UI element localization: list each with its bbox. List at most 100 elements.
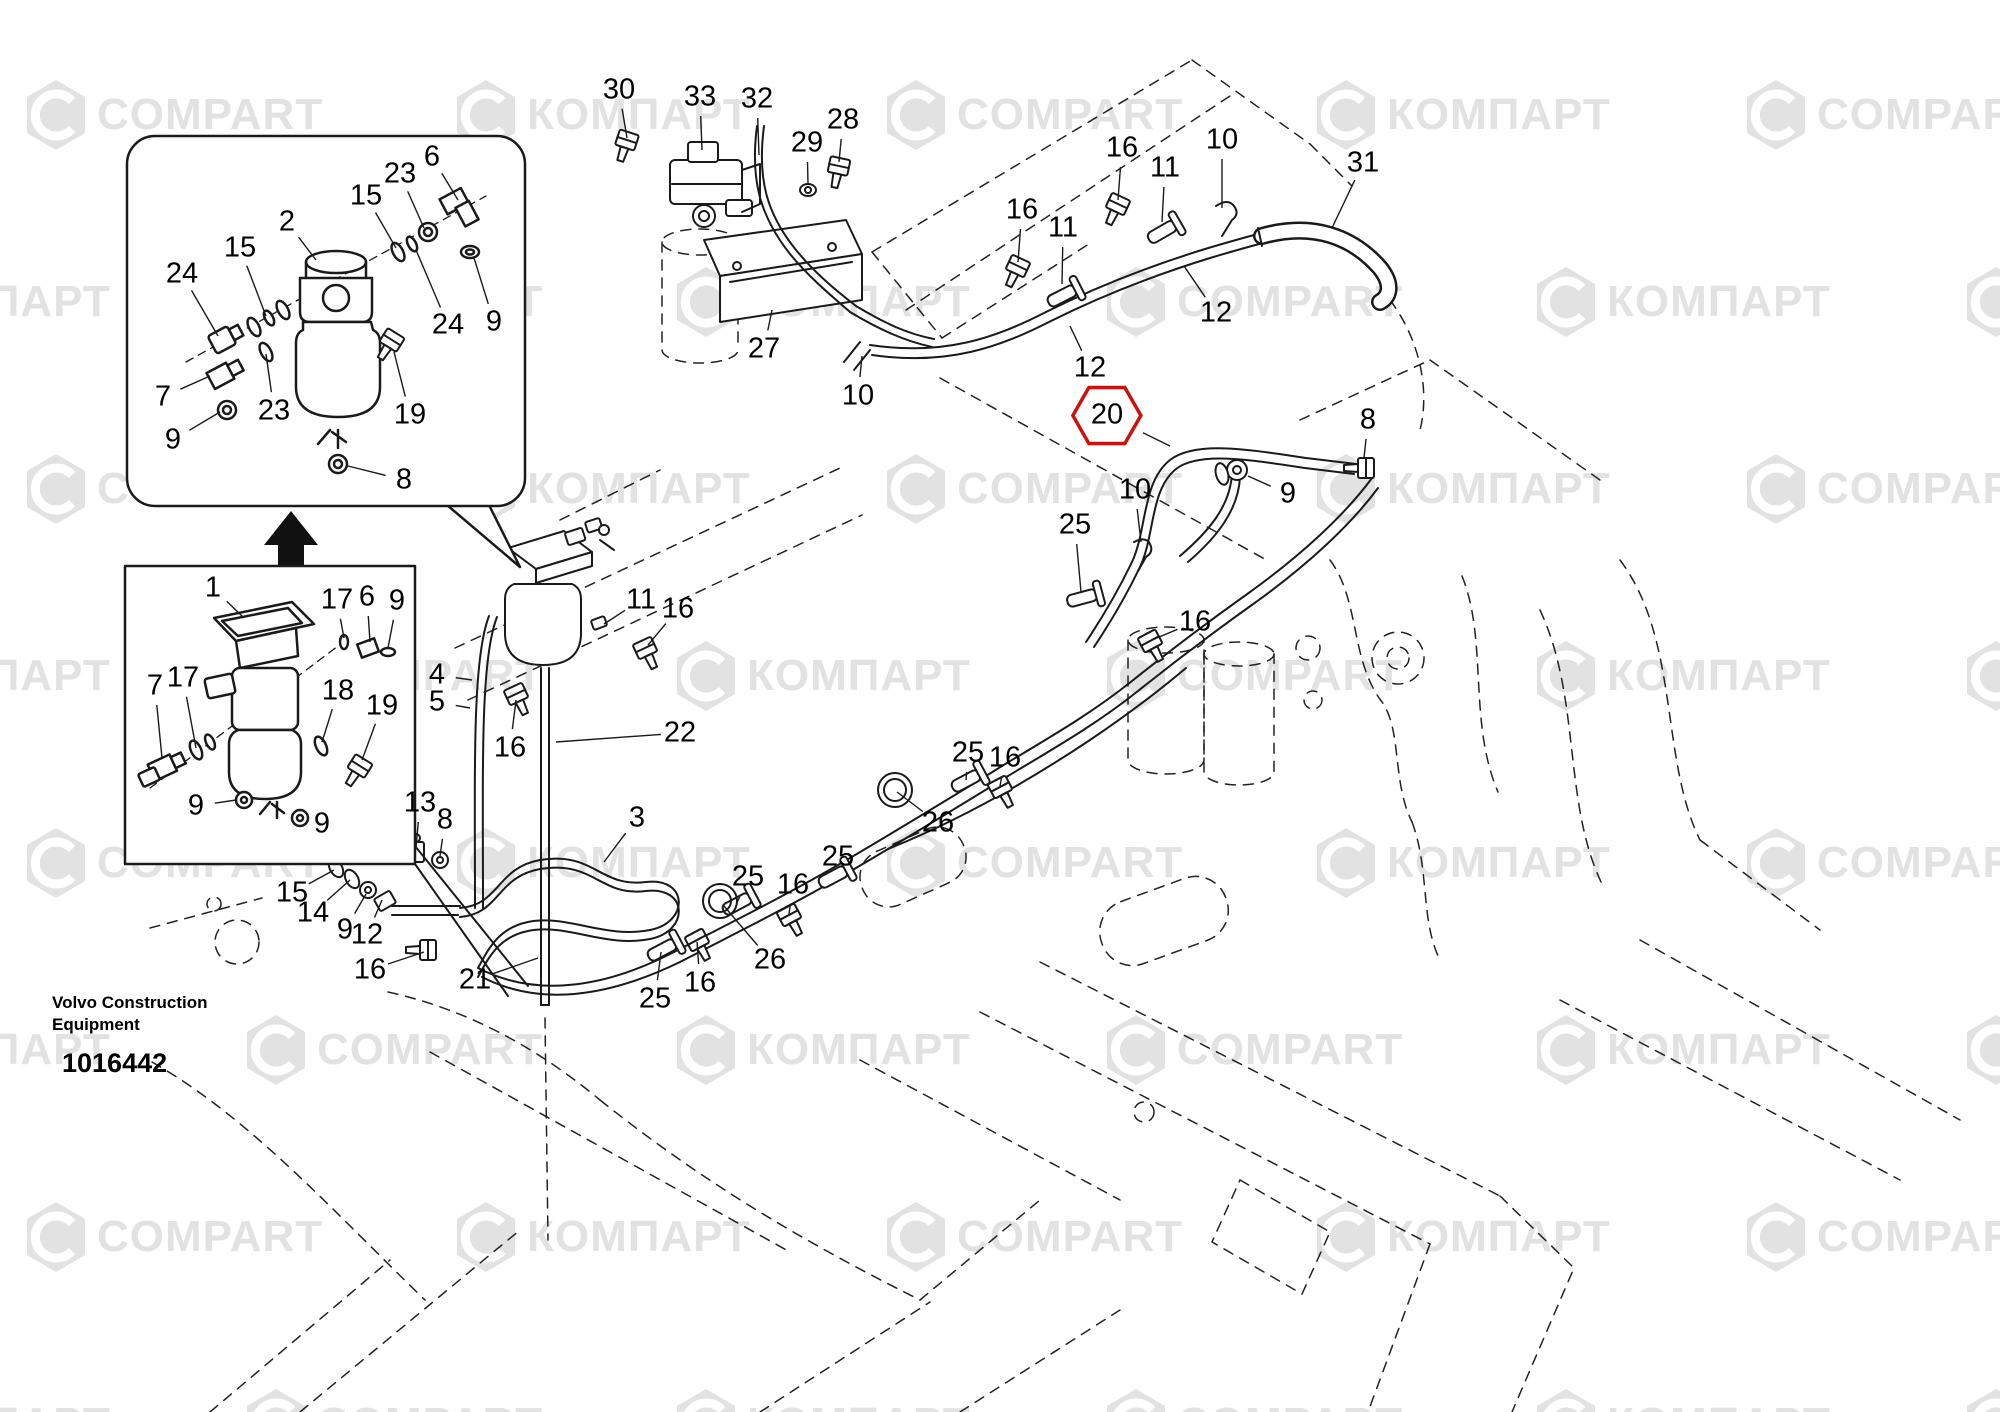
callout-number: 16 bbox=[353, 953, 387, 986]
leader-line bbox=[838, 138, 842, 163]
callout-16[interactable]: 16 bbox=[494, 733, 526, 763]
callout-number: 19 bbox=[365, 689, 399, 722]
callout-11[interactable]: 11 bbox=[1150, 153, 1180, 183]
callout-number: 10 bbox=[1118, 473, 1152, 506]
callout-9[interactable]: 9 bbox=[389, 586, 405, 616]
callout-12[interactable]: 12 bbox=[351, 920, 383, 950]
callout-1[interactable]: 1 bbox=[205, 573, 221, 603]
leader-line bbox=[647, 623, 667, 646]
callout-25[interactable]: 25 bbox=[952, 738, 984, 768]
callout-28[interactable]: 28 bbox=[827, 105, 859, 135]
leader-line bbox=[696, 941, 700, 965]
compart-hexagon-logo bbox=[27, 80, 85, 150]
callout-13[interactable]: 13 bbox=[404, 788, 436, 818]
callout-23[interactable]: 23 bbox=[384, 159, 416, 189]
callout-18[interactable]: 18 bbox=[322, 676, 354, 706]
callout-9[interactable]: 9 bbox=[165, 425, 181, 455]
callout-17[interactable]: 17 bbox=[166, 661, 200, 694]
callout-25[interactable]: 25 bbox=[639, 984, 671, 1014]
callout-32[interactable]: 32 bbox=[741, 84, 773, 114]
callout-17[interactable]: 17 bbox=[321, 585, 353, 615]
callout-31[interactable]: 31 bbox=[1347, 148, 1379, 178]
watermark-text: COMPART bbox=[1177, 651, 1404, 700]
callout-6[interactable]: 6 bbox=[424, 142, 440, 172]
compart-hexagon-logo bbox=[1317, 828, 1375, 898]
callout-10[interactable]: 10 bbox=[1118, 473, 1152, 506]
leader-line bbox=[1142, 432, 1171, 447]
leader-line bbox=[1069, 325, 1083, 352]
callout-16[interactable]: 16 bbox=[353, 953, 387, 986]
callout-30[interactable]: 30 bbox=[603, 75, 635, 105]
callout-9[interactable]: 9 bbox=[337, 915, 353, 945]
watermark-text: КОМПАРТ bbox=[0, 1025, 111, 1074]
watermark-text: COMPART bbox=[957, 1212, 1184, 1261]
callout-number: 27 bbox=[747, 332, 781, 365]
compart-hexagon-logo bbox=[1537, 1389, 1595, 1412]
callout-29[interactable]: 29 bbox=[790, 126, 824, 159]
callout-14[interactable]: 14 bbox=[296, 896, 330, 929]
callout-12[interactable]: 12 bbox=[1074, 353, 1106, 383]
callout-3[interactable]: 3 bbox=[628, 801, 646, 834]
compart-hexagon-logo bbox=[1747, 1202, 1805, 1272]
callout-8[interactable]: 8 bbox=[437, 805, 453, 835]
callout-24[interactable]: 24 bbox=[432, 310, 464, 340]
callout-33[interactable]: 33 bbox=[684, 82, 716, 112]
callout-26[interactable]: 26 bbox=[754, 945, 786, 975]
callout-number: 29 bbox=[790, 126, 824, 159]
watermark-text: КОМПАРТ bbox=[1607, 1399, 1831, 1412]
watermark-text: COMPART bbox=[317, 1025, 544, 1074]
callout-16[interactable]: 16 bbox=[1179, 607, 1211, 637]
callout-number: 17 bbox=[166, 661, 200, 694]
center-filter-assembly bbox=[327, 517, 681, 1006]
callout-21[interactable]: 21 bbox=[459, 965, 491, 995]
leader-line bbox=[603, 609, 626, 625]
callout-25[interactable]: 25 bbox=[732, 862, 764, 892]
compart-hexagon-logo bbox=[1537, 641, 1595, 711]
callout-22[interactable]: 22 bbox=[664, 718, 696, 748]
callout-16[interactable]: 16 bbox=[1106, 133, 1138, 163]
callout-6[interactable]: 6 bbox=[359, 582, 375, 612]
callout-number: 25 bbox=[1058, 508, 1092, 541]
callout-9[interactable]: 9 bbox=[188, 791, 204, 821]
callout-20[interactable]: 20 bbox=[1070, 385, 1144, 445]
callout-number: 15 bbox=[223, 231, 257, 264]
callout-24[interactable]: 24 bbox=[166, 259, 198, 289]
callout-16[interactable]: 16 bbox=[662, 594, 694, 624]
callout-19[interactable]: 19 bbox=[394, 400, 426, 430]
callout-2[interactable]: 2 bbox=[279, 207, 295, 237]
callout-15[interactable]: 15 bbox=[223, 231, 257, 264]
callout-15[interactable]: 15 bbox=[350, 181, 382, 211]
callout-8[interactable]: 8 bbox=[1360, 405, 1376, 435]
callout-9[interactable]: 9 bbox=[486, 307, 502, 337]
callout-number: 11 bbox=[625, 583, 657, 616]
callout-number: 14 bbox=[296, 896, 330, 929]
callout-9[interactable]: 9 bbox=[314, 809, 330, 839]
callout-27[interactable]: 27 bbox=[747, 332, 781, 365]
callout-23[interactable]: 23 bbox=[258, 396, 290, 426]
callout-11[interactable]: 11 bbox=[1048, 213, 1078, 243]
callout-12[interactable]: 12 bbox=[1200, 298, 1232, 328]
compart-hexagon-logo bbox=[1317, 1202, 1375, 1272]
callout-9[interactable]: 9 bbox=[1280, 479, 1296, 509]
callout-16[interactable]: 16 bbox=[684, 968, 716, 998]
callout-11[interactable]: 11 bbox=[625, 583, 657, 616]
callout-8[interactable]: 8 bbox=[396, 465, 412, 495]
callout-10[interactable]: 10 bbox=[1206, 125, 1238, 155]
callout-26[interactable]: 26 bbox=[922, 808, 954, 838]
callout-10[interactable]: 10 bbox=[842, 381, 874, 411]
callout-7[interactable]: 7 bbox=[155, 382, 171, 412]
callout-25[interactable]: 25 bbox=[822, 842, 854, 872]
callout-5[interactable]: 5 bbox=[429, 687, 445, 717]
leader-line bbox=[1136, 508, 1142, 543]
callout-7[interactable]: 7 bbox=[147, 671, 163, 701]
callout-number: 3 bbox=[628, 801, 646, 834]
publisher-block: Volvo Construction Equipment 1016442 bbox=[52, 992, 208, 1079]
callout-16[interactable]: 16 bbox=[989, 743, 1021, 773]
watermark-logo: COMPART bbox=[1105, 1015, 1403, 1085]
callout-19[interactable]: 19 bbox=[365, 689, 399, 722]
callout-16[interactable]: 16 bbox=[1006, 195, 1038, 225]
callout-15[interactable]: 15 bbox=[276, 878, 308, 908]
callout-4[interactable]: 4 bbox=[429, 660, 445, 690]
callout-16[interactable]: 16 bbox=[777, 870, 809, 900]
callout-25[interactable]: 25 bbox=[1058, 508, 1092, 541]
